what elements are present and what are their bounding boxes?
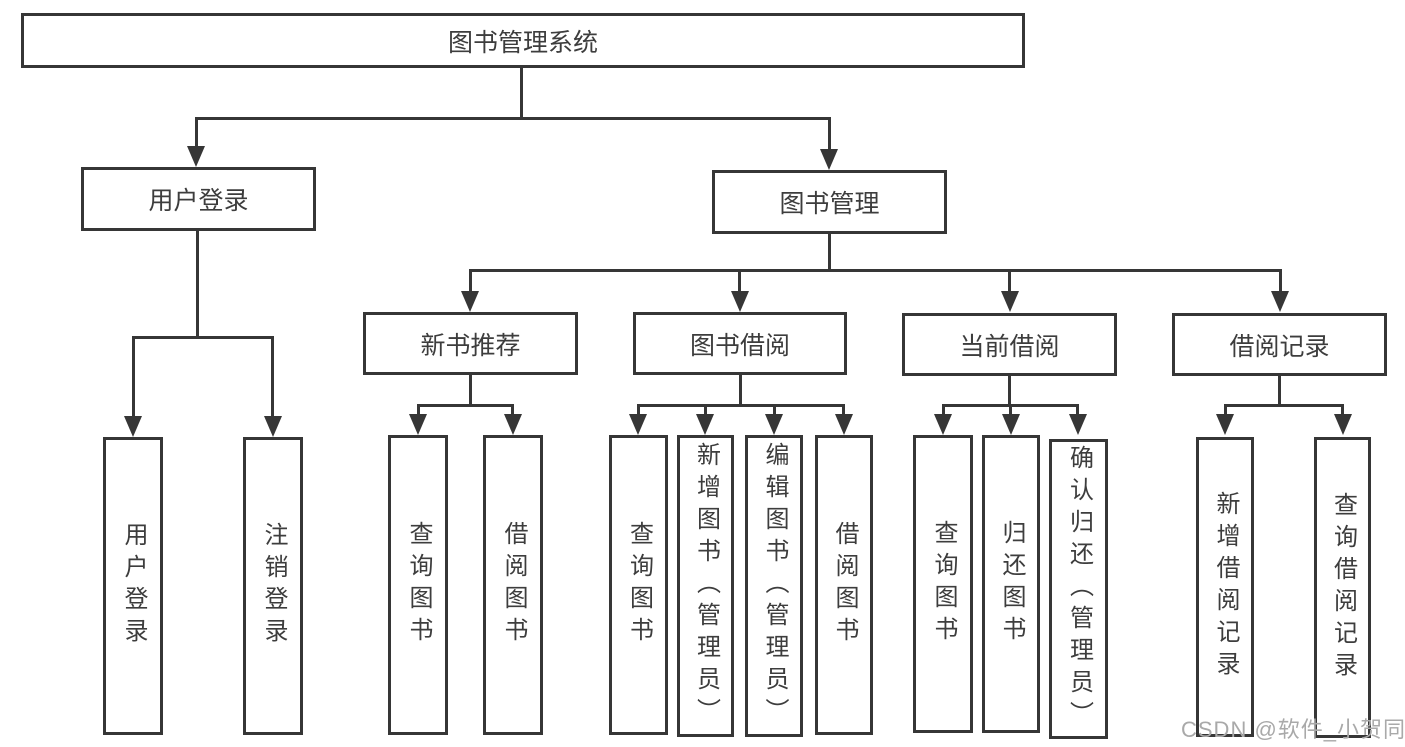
connector-vline (704, 404, 707, 414)
node-label: 查询借阅记录 (1329, 491, 1357, 684)
leaf-cb-confirm-return-admin: 确认归还（管理员） (1049, 439, 1108, 739)
node-label: 新增图书（管理员） (692, 442, 720, 730)
node-label: 用户登录 (120, 522, 147, 650)
arrowhead-down-icon (461, 291, 479, 312)
node-label: 图书借阅 (689, 331, 790, 360)
connector-vline (637, 404, 640, 414)
leaf-user-login: 用户登录 (103, 437, 163, 735)
arrowhead-down-icon (409, 414, 427, 435)
node-label: 查询图书 (930, 520, 957, 648)
connector-hline (132, 336, 274, 339)
connector-vline (132, 336, 135, 416)
connector-hline (417, 404, 514, 407)
leaf-logout: 注销登录 (243, 437, 303, 735)
leaf-br-query-record: 查询借阅记录 (1314, 437, 1371, 738)
leaf-bb-query-book: 查询图书 (609, 435, 668, 735)
node-borrow-records: 借阅记录 (1172, 313, 1387, 376)
connector-vline (1008, 376, 1011, 406)
node-label: 编辑图书（管理员） (761, 442, 788, 730)
node-label: 查询图书 (405, 521, 432, 649)
leaf-nbr-borrow-book: 借阅图书 (483, 435, 543, 735)
arrowhead-down-icon (765, 414, 783, 435)
arrowhead-down-icon (820, 149, 838, 170)
connector-vline (739, 375, 742, 406)
connector-vline (828, 117, 831, 149)
connector-vline (1009, 404, 1012, 414)
node-label: 注销登录 (260, 522, 287, 650)
connector-vline (195, 117, 198, 147)
connector-vline (1279, 269, 1282, 291)
arrowhead-down-icon (1001, 291, 1019, 312)
node-current-borrowing: 当前借阅 (902, 313, 1117, 376)
leaf-nbr-query-book: 查询图书 (388, 435, 448, 735)
node-label: 借阅图书 (831, 521, 858, 649)
arrowhead-down-icon (835, 414, 853, 435)
arrowhead-down-icon (696, 414, 714, 435)
arrowhead-down-icon (1271, 291, 1289, 312)
arrowhead-down-icon (1069, 414, 1087, 435)
connector-hline (1224, 404, 1344, 407)
node-user-login: 用户登录 (81, 167, 316, 231)
node-label: 确认归还（管理员） (1065, 445, 1093, 733)
connector-vline (1076, 404, 1079, 414)
connector-vline (469, 269, 472, 291)
node-label: 新书推荐 (420, 331, 521, 360)
connector-vline (1224, 404, 1227, 414)
connector-vline (469, 375, 472, 406)
node-new-book-recommend: 新书推荐 (363, 312, 578, 375)
node-book-management: 图书管理 (712, 170, 947, 234)
node-label: 图书管理系统 (447, 28, 598, 57)
leaf-br-add-record: 新增借阅记录 (1196, 437, 1254, 737)
connector-vline (842, 404, 845, 414)
connector-vline (196, 231, 199, 337)
leaf-bb-edit-book-admin: 编辑图书（管理员） (745, 435, 803, 737)
arrowhead-down-icon (1334, 414, 1352, 435)
connector-hline (195, 117, 830, 120)
arrowhead-down-icon (629, 414, 647, 435)
connector-vline (828, 234, 831, 271)
arrowhead-down-icon (731, 291, 749, 312)
arrowhead-down-icon (1002, 414, 1020, 435)
node-label: 借阅图书 (500, 521, 527, 649)
arrowhead-down-icon (264, 416, 282, 437)
node-label: 查询图书 (625, 521, 653, 649)
csdn-watermark: CSDN @软件_小贺同学 (1181, 717, 1405, 742)
connector-vline (271, 336, 274, 416)
arrowhead-down-icon (124, 416, 142, 437)
node-label: 用户登录 (148, 187, 249, 215)
leaf-bb-add-book-admin: 新增图书（管理员） (677, 435, 734, 737)
node-label: 图书管理 (779, 190, 880, 218)
connector-hline (469, 269, 1282, 272)
node-label: 归还图书 (998, 520, 1025, 648)
node-label: 借阅记录 (1229, 332, 1330, 361)
connector-vline (738, 269, 741, 291)
connector-vline (511, 404, 514, 414)
connector-vline (1341, 404, 1344, 414)
arrowhead-down-icon (504, 414, 522, 435)
arrowhead-down-icon (1216, 414, 1234, 435)
node-label: 新增借阅记录 (1212, 491, 1239, 683)
connector-vline (773, 404, 776, 414)
leaf-cb-return-book: 归还图书 (982, 435, 1040, 733)
arrowhead-down-icon (934, 414, 952, 435)
node-book-borrowing: 图书借阅 (633, 312, 847, 375)
connector-vline (1008, 269, 1011, 291)
leaf-cb-query-book: 查询图书 (913, 435, 973, 733)
node-label: 当前借阅 (959, 332, 1060, 361)
node-root-library-system: 图书管理系统 (21, 13, 1025, 68)
connector-vline (417, 404, 420, 414)
leaf-bb-borrow-book: 借阅图书 (815, 435, 873, 735)
connector-vline (942, 404, 945, 414)
connector-vline (520, 68, 523, 118)
arrowhead-down-icon (187, 146, 205, 167)
connector-vline (1278, 376, 1281, 406)
connector-hline (637, 404, 845, 407)
